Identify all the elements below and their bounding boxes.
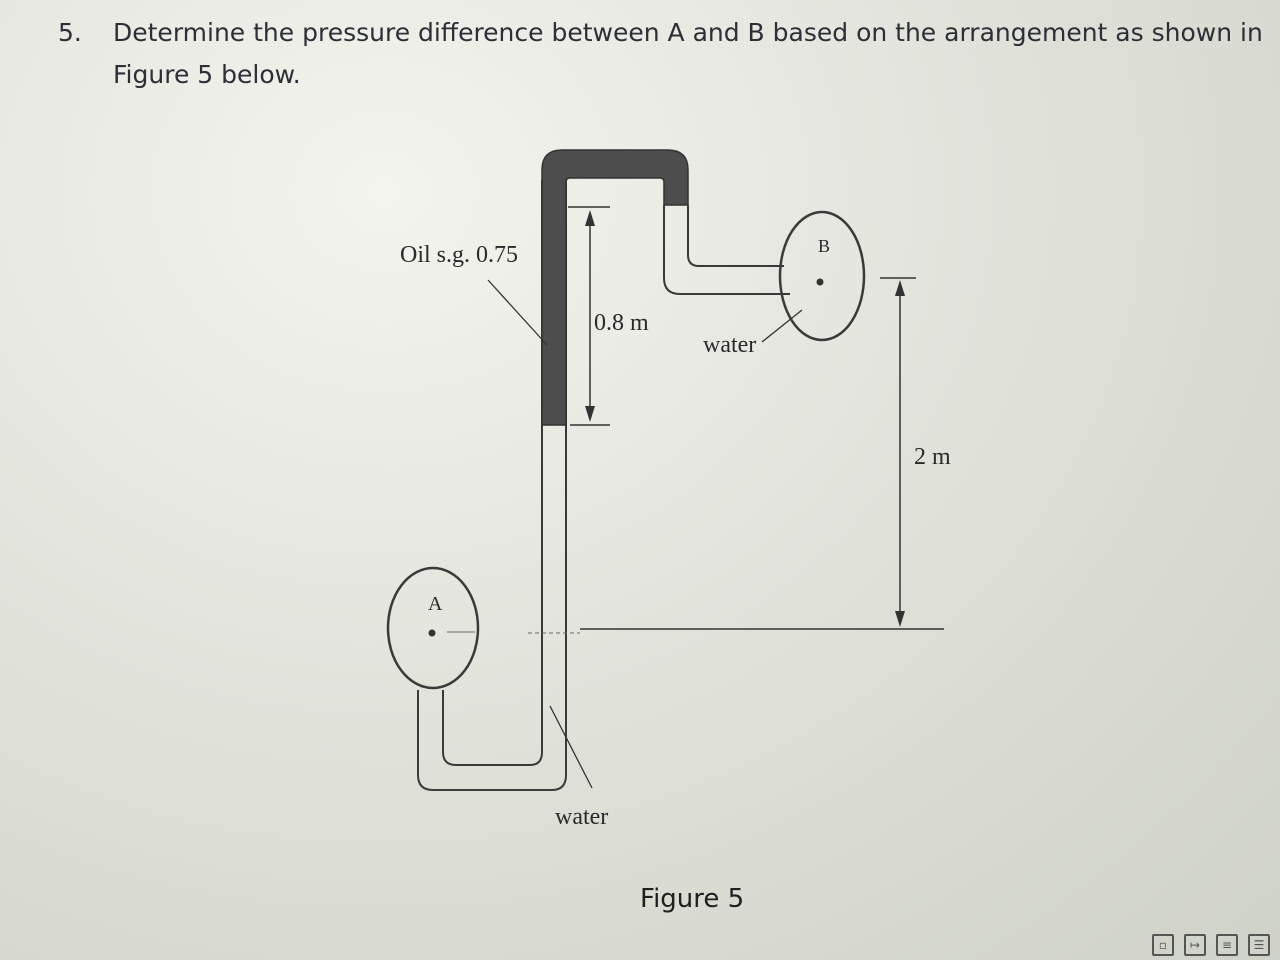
- dim-2-arrow-bottom: [895, 611, 905, 627]
- water-upper-leader: [761, 309, 803, 343]
- question-number: 5.: [58, 18, 82, 47]
- vessel-a: [386, 566, 480, 690]
- point-a-label: A: [428, 593, 443, 615]
- question-text: Determine the pressure difference betwee…: [113, 18, 1263, 89]
- oil-label: Oil s.g. 0.75: [400, 242, 518, 268]
- point-b-label: B: [818, 236, 830, 256]
- menu-icon[interactable]: ☰: [1248, 934, 1270, 956]
- figure-caption: Figure 5: [640, 884, 745, 914]
- dim-2-label: 2 m: [914, 444, 951, 470]
- doc-icon[interactable]: ≡: [1216, 934, 1238, 956]
- water-pipe-to-b-inner: [687, 205, 784, 267]
- water-lower-leader: [549, 705, 593, 789]
- viewer-toolbar: ▫ ↦ ≡ ☰: [1152, 934, 1270, 956]
- vessel-b: [778, 210, 866, 342]
- dim-0.8-arrow-top: [585, 210, 595, 226]
- water-lower-label: water: [555, 804, 608, 830]
- water-pipe-to-b: [663, 205, 790, 295]
- export-icon[interactable]: ↦: [1184, 934, 1206, 956]
- dim-2-arrow-top: [895, 280, 905, 296]
- manometer-tube-inner: [442, 180, 543, 766]
- note-icon[interactable]: ▫: [1152, 934, 1174, 956]
- manometer-tube-outline: [417, 179, 567, 791]
- point-b-dot: [816, 278, 824, 286]
- dim-0.8-arrow-bottom: [585, 406, 595, 422]
- oil-leader-line: [487, 279, 548, 346]
- point-a-dot: [428, 629, 436, 637]
- dim-0.8-label: 0.8 m: [594, 310, 649, 336]
- water-upper-label: water: [703, 332, 756, 358]
